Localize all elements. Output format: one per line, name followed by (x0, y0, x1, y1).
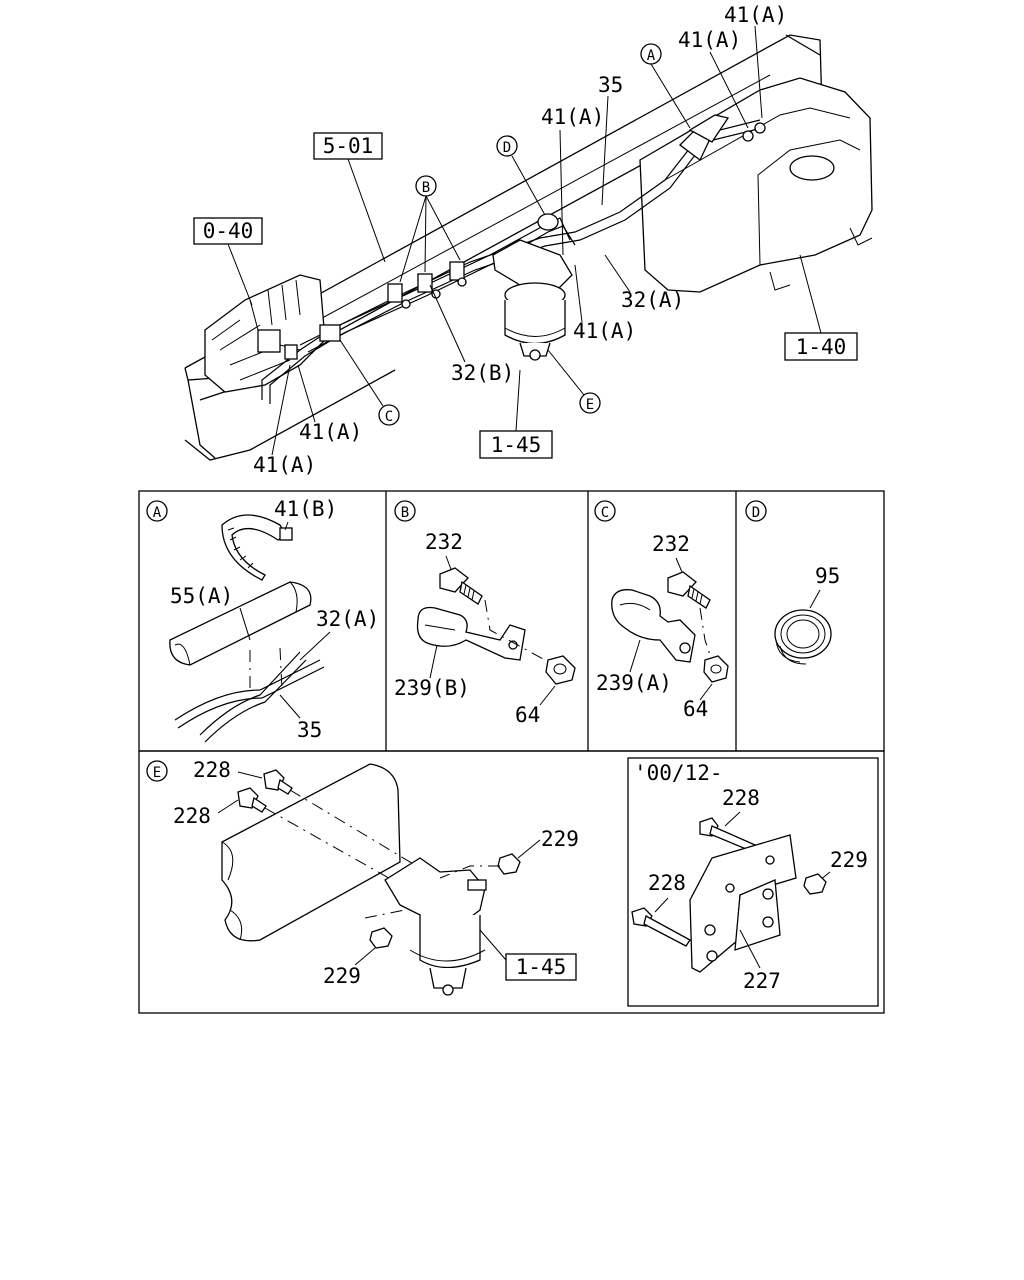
svg-text:95: 95 (815, 564, 840, 588)
detail-e-inset: '00/12- 228 228 229 227 (627, 757, 879, 1007)
svg-text:E: E (586, 397, 594, 413)
detail-b: B 232 239(B) 64 (394, 500, 576, 727)
svg-text:1-45: 1-45 (516, 955, 567, 979)
svg-text:1-40: 1-40 (796, 335, 847, 359)
svg-text:35: 35 (297, 718, 322, 742)
svg-text:239(B): 239(B) (394, 676, 470, 700)
svg-text:1-45: 1-45 (491, 433, 542, 457)
ref-box-1-45: 1-45 (479, 430, 553, 459)
svg-text:55(A): 55(A) (170, 584, 233, 608)
svg-text:227: 227 (743, 969, 781, 993)
svg-text:A: A (153, 505, 162, 521)
detail-panels (138, 490, 885, 1014)
svg-text:5-01: 5-01 (323, 134, 374, 158)
svg-text:229: 229 (830, 848, 868, 872)
svg-text:64: 64 (515, 703, 540, 727)
svg-text:0-40: 0-40 (203, 219, 254, 243)
svg-text:228: 228 (193, 758, 231, 782)
label-41a: 41(A) (724, 3, 787, 27)
svg-text:32(A): 32(A) (316, 607, 379, 631)
svg-text:232: 232 (425, 530, 463, 554)
label-41a: 41(A) (678, 28, 741, 52)
svg-text:228: 228 (173, 804, 211, 828)
circle-ref-d: D (496, 135, 518, 157)
svg-text:A: A (647, 48, 656, 64)
label-41a: 41(A) (573, 319, 636, 343)
detail-a: A 41(B) 55(A) 32(A) 35 (146, 497, 379, 743)
detail-d: D 95 (745, 500, 840, 665)
overview-illustration: 5-01 0-40 1-40 1-45 A B (184, 3, 873, 477)
label-41a: 41(A) (253, 453, 316, 477)
circle-ref-e: E (579, 392, 601, 414)
svg-text:228: 228 (648, 871, 686, 895)
label-41a: 41(A) (541, 105, 604, 129)
ref-box-5-01: 5-01 (313, 132, 383, 160)
svg-text:232: 232 (652, 532, 690, 556)
label-41a: 41(A) (299, 420, 362, 444)
circle-ref-b: B (415, 175, 437, 197)
label-32b: 32(B) (451, 361, 514, 385)
engine-block (204, 274, 326, 393)
svg-text:B: B (422, 180, 430, 196)
svg-text:229: 229 (323, 964, 361, 988)
svg-text:64: 64 (683, 697, 708, 721)
ref-box-1-40: 1-40 (784, 332, 858, 361)
detail-c: C 232 239(A) 64 (594, 500, 729, 721)
svg-text:239(A): 239(A) (596, 671, 672, 695)
svg-text:E: E (153, 765, 161, 781)
svg-text:B: B (401, 505, 409, 521)
fuel-tank (639, 77, 873, 293)
svg-text:C: C (601, 505, 609, 521)
svg-text:'00/12-: '00/12- (634, 761, 723, 785)
circle-ref-a: A (640, 43, 662, 65)
svg-text:228: 228 (722, 786, 760, 810)
detail-e: E 228 228 229 229 1-45 (146, 758, 579, 996)
grommet (537, 213, 559, 231)
svg-text:229: 229 (541, 827, 579, 851)
svg-text:41(B): 41(B) (274, 497, 337, 521)
label-35: 35 (598, 73, 623, 97)
label-32a: 32(A) (621, 288, 684, 312)
ref-box-0-40: 0-40 (193, 217, 263, 245)
fuel-filter-assembly (492, 239, 573, 361)
circle-ref-c: C (378, 404, 400, 426)
hose-clips (284, 122, 766, 360)
svg-text:D: D (503, 140, 511, 156)
svg-text:C: C (385, 409, 393, 425)
svg-text:D: D (752, 505, 760, 521)
